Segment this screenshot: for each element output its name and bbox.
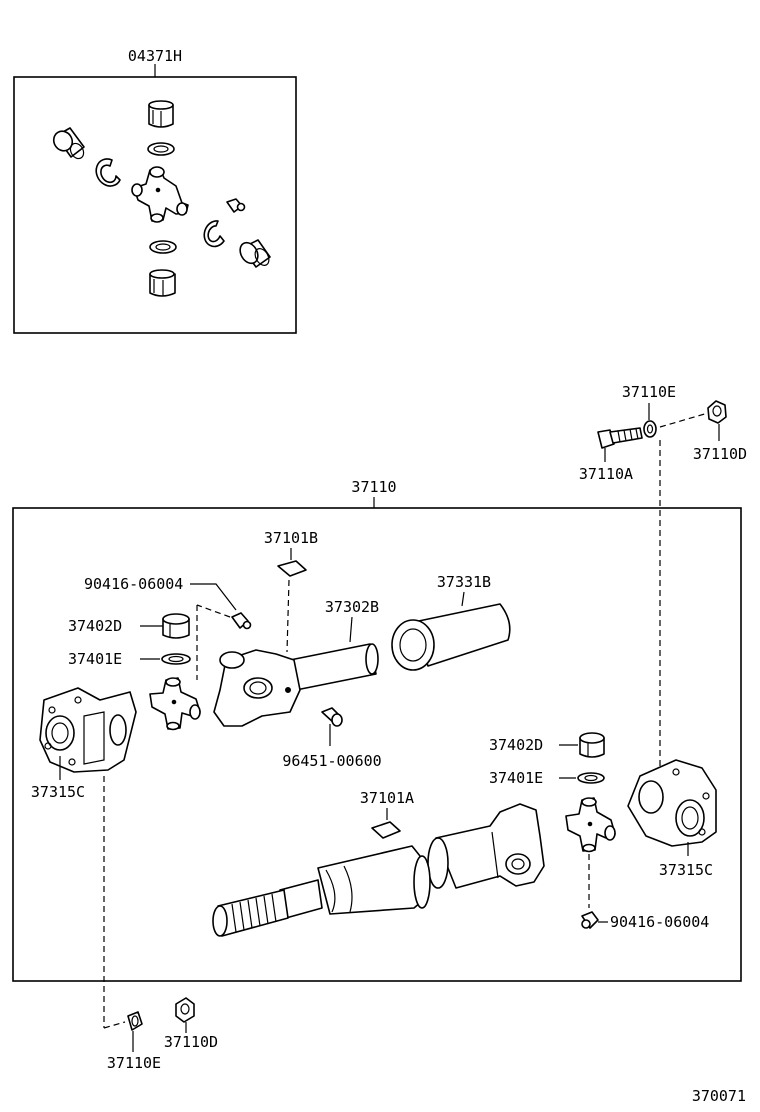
washer-37110e-bottom [127, 1011, 143, 1031]
label-37401e-right: 37401E [489, 769, 543, 787]
kit-04371h-group: 04371H [13, 47, 297, 334]
kit-seal-ring-top [147, 142, 175, 156]
label-90416-06004-right: 90416-06004 [610, 913, 709, 931]
spider-left [149, 677, 201, 731]
spline-shaft-assembly [212, 803, 545, 937]
figure-number: 370071 [692, 1087, 746, 1105]
assembly-37110-box [12, 507, 742, 982]
label-37315c-left: 37315C [31, 783, 85, 801]
snap-ring-37401e-right [577, 772, 605, 784]
kit-spider-cross [131, 166, 189, 223]
assembly-37110-group: 37110 37101B 90416-06004 37402D 37401E [12, 440, 742, 1029]
label-37302b: 37302B [325, 598, 379, 616]
label-37331b: 37331B [437, 573, 491, 591]
label-37110e-bottom: 37110E [107, 1054, 161, 1072]
kit-bearing-cup-right [239, 239, 271, 268]
snap-ring-37401e-left [161, 653, 191, 665]
bearing-cup-37402d-left [162, 613, 190, 639]
label-37402d-right: 37402D [489, 736, 543, 754]
kit-grease-fitting [226, 198, 246, 213]
nut-37110d-bottom [175, 997, 195, 1023]
grease-fitting-90416-right [581, 911, 599, 929]
label-96451-00600: 96451-00600 [282, 752, 381, 770]
kit-snap-ring-left [95, 158, 121, 187]
label-37110a: 37110A [579, 465, 633, 483]
flange-hardware-bottom: 37110D 37110E [107, 997, 218, 1072]
label-37315c-right: 37315C [659, 861, 713, 879]
label-90416-06004-left: 90416-06004 [84, 575, 183, 593]
label-37110d-bottom: 37110D [164, 1033, 218, 1051]
kit-bearing-cup-left [52, 127, 85, 160]
flange-yoke-37315c-right [627, 759, 717, 847]
washer-37110e-top [643, 420, 657, 438]
label-04371h: 04371H [128, 47, 182, 65]
label-37101a: 37101A [360, 789, 414, 807]
kit-bearing-cup-bottom [149, 269, 176, 297]
tube-yoke-37302b [213, 643, 379, 727]
kit-snap-ring-right [203, 220, 225, 248]
kit-seal-ring-bottom [149, 240, 177, 254]
flange-hardware-top: 37110E 37110A 37110D [579, 383, 747, 483]
label-37110e-top: 37110E [622, 383, 676, 401]
label-37110: 37110 [351, 478, 396, 496]
label-37401e-left: 37401E [68, 650, 122, 668]
grease-fitting-96451 [321, 707, 343, 727]
spider-right [565, 797, 616, 853]
label-37110d-top: 37110D [693, 445, 747, 463]
flange-yoke-37315c-left [39, 687, 137, 773]
nut-37110d-top [707, 400, 727, 424]
bearing-cup-37402d-right [579, 732, 605, 758]
label-37402d-left: 37402D [68, 617, 122, 635]
label-37101b: 37101B [264, 529, 318, 547]
sleeve-37331b [391, 603, 511, 671]
grease-fitting-90416-left [231, 612, 252, 630]
balance-weight-37101a [371, 821, 401, 839]
balance-weight-37101b [277, 560, 307, 577]
bolt-37110a [597, 427, 643, 449]
kit-bearing-cup-top [148, 100, 174, 128]
